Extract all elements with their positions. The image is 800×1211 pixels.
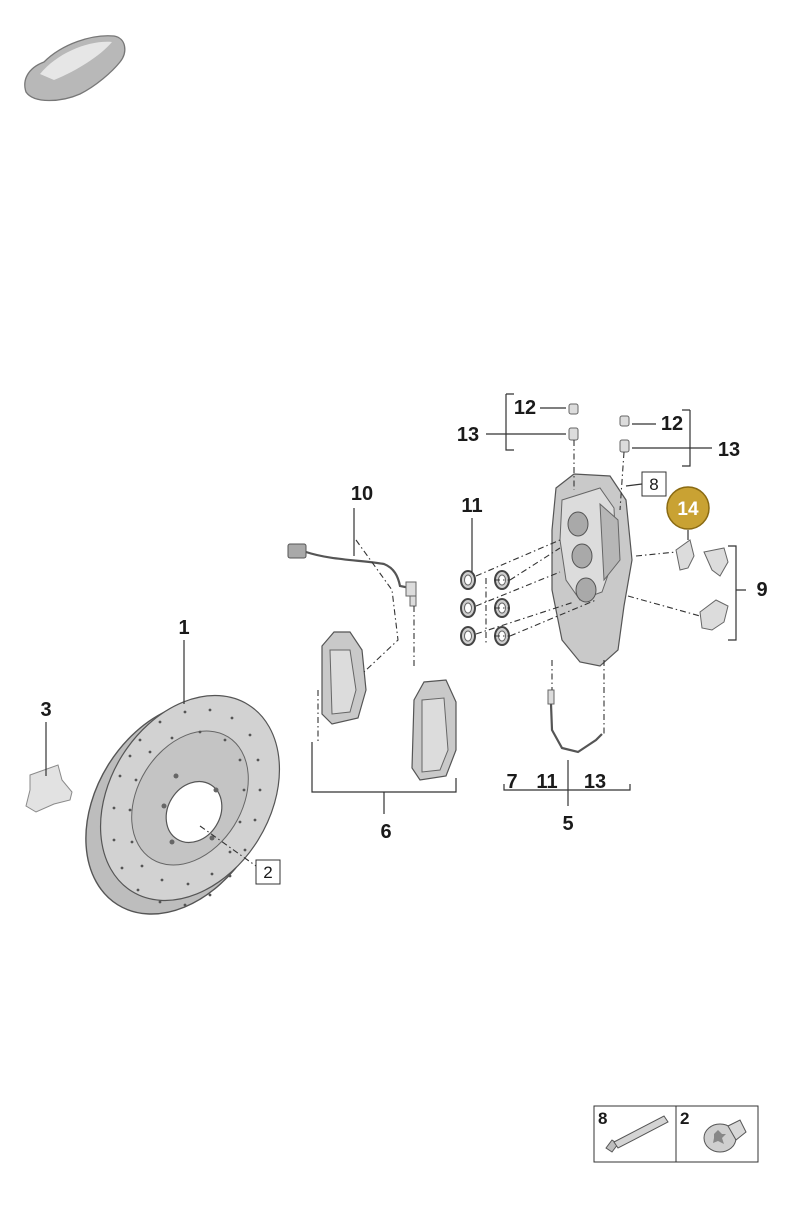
fastener-legend: 8 2 bbox=[593, 1105, 759, 1163]
brake-pad-outer[interactable] bbox=[411, 679, 457, 781]
label-bleed-right: 12 bbox=[661, 413, 683, 435]
leader-lines bbox=[45, 393, 746, 814]
label-bleed-left: 12 bbox=[514, 397, 536, 419]
label-cap-right: 13 bbox=[718, 439, 740, 461]
pad-wear-sensor[interactable] bbox=[287, 543, 417, 607]
legend-screw-number: 2 bbox=[680, 1109, 689, 1128]
brake-rotor[interactable] bbox=[48, 662, 316, 948]
brake-caliper[interactable] bbox=[551, 473, 633, 667]
boxed-label-bolt-text: 8 bbox=[649, 475, 658, 494]
boxed-label-screw-text: 2 bbox=[263, 863, 272, 882]
splash-shield[interactable] bbox=[25, 764, 73, 813]
label-caliper: 5 bbox=[562, 813, 573, 835]
highlight-badge-text: 14 bbox=[677, 499, 699, 520]
label-pads: 6 bbox=[380, 821, 391, 843]
torx-screw-icon bbox=[703, 1119, 747, 1153]
label-cap-left: 13 bbox=[457, 424, 479, 446]
label-rotor: 1 bbox=[178, 617, 189, 639]
label-seven: 7 bbox=[506, 771, 517, 793]
label-seals: 11 bbox=[461, 495, 482, 517]
label-bracket-eleven: 11 bbox=[536, 771, 557, 793]
highlight-badge[interactable]: 14 bbox=[666, 486, 710, 530]
legend-bolt-number: 8 bbox=[598, 1109, 607, 1128]
boxed-label-screw[interactable]: 2 bbox=[255, 859, 281, 885]
assembly-lines bbox=[199, 440, 701, 867]
car-thumbnail-icon[interactable] bbox=[24, 35, 126, 102]
brake-hose[interactable] bbox=[547, 689, 603, 754]
boxed-label-bolt[interactable]: 8 bbox=[641, 471, 667, 497]
brake-pad-inner[interactable] bbox=[321, 631, 367, 725]
piston-seals[interactable] bbox=[460, 570, 510, 646]
label-spring-set: 9 bbox=[756, 579, 767, 601]
bleed-screw-right[interactable] bbox=[619, 415, 630, 453]
bleed-screw-left[interactable] bbox=[568, 403, 579, 441]
bolt-icon bbox=[605, 1115, 669, 1153]
label-shield: 3 bbox=[40, 699, 51, 721]
label-wear-sensor: 10 bbox=[351, 483, 373, 505]
label-bracket-thirteen: 13 bbox=[584, 771, 606, 793]
pad-spring-kit[interactable] bbox=[675, 539, 729, 631]
